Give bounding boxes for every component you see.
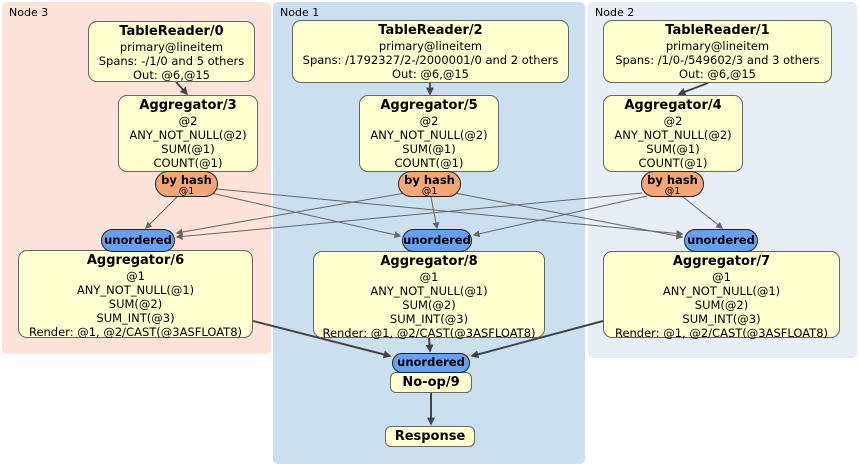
unordered-sync-label: unordered (687, 233, 755, 247)
region-node2-label: Node 2 (595, 6, 635, 19)
hash-router-label: by hash (161, 173, 212, 187)
processor-aggregator-3: Aggregator/3 @2 ANY_NOT_NULL(@2) SUM(@1)… (118, 95, 258, 172)
processor-detail: @2 (178, 114, 198, 128)
processor-detail: @1 (712, 270, 731, 284)
processor-detail: Spans: /1792327/2-/2000001/0 and 2 other… (302, 53, 559, 67)
unordered-sync-label: unordered (403, 233, 471, 247)
unordered-sync-label: unordered (104, 233, 172, 247)
processor-detail: primary@lineitem (378, 39, 483, 53)
processor-title: Aggregator/4 (624, 98, 722, 113)
processor-detail: COUNT(@1) (153, 156, 223, 170)
processor-aggregator-7: Aggregator/7 @1 ANY_NOT_NULL(@1) SUM(@2)… (603, 251, 840, 340)
hash-router-3: by hash @1 (155, 171, 218, 197)
processor-detail: ANY_NOT_NULL(@2) (614, 128, 732, 142)
processor-detail: ANY_NOT_NULL(@2) (370, 128, 488, 142)
processor-detail: SUM_INT(@3) (96, 311, 175, 325)
processor-detail: SUM_INT(@3) (682, 312, 761, 326)
processor-tablereader-2: TableReader/2 primary@lineitem Spans: /1… (292, 20, 569, 83)
hash-router-detail: @1 (664, 186, 681, 197)
processor-detail: ANY_NOT_NULL(@1) (76, 283, 195, 297)
processor-tablereader-0: TableReader/0 primary@lineitem Spans: -/… (88, 21, 255, 82)
processor-detail: ANY_NOT_NULL(@1) (370, 284, 488, 298)
processor-title: Aggregator/3 (139, 98, 237, 113)
processor-detail: SUM(@1) (402, 142, 456, 156)
processor-title: Aggregator/7 (672, 254, 771, 269)
hash-router-5: by hash @1 (398, 171, 461, 197)
processor-detail: Render: @1, @2/CAST(@3ASFLOAT8) (322, 326, 536, 340)
processor-tablereader-1: TableReader/1 primary@lineitem Spans: /1… (603, 20, 832, 83)
processor-title: TableReader/0 (119, 24, 224, 39)
processor-detail: @1 (419, 270, 439, 284)
processor-detail: SUM_INT(@3) (389, 312, 469, 326)
processor-detail: primary@lineitem (665, 39, 770, 53)
unordered-sync-right: unordered (684, 229, 758, 252)
processor-detail: ANY_NOT_NULL(@1) (662, 284, 781, 298)
processor-detail: SUM(@2) (108, 297, 163, 311)
processor-detail: Out: @6,@15 (679, 67, 756, 81)
processor-aggregator-6: Aggregator/6 @1 ANY_NOT_NULL(@1) SUM(@2)… (18, 250, 253, 339)
processor-title: Aggregator/6 (86, 253, 185, 268)
region-node3-label: Node 3 (9, 6, 49, 19)
processor-detail: SUM(@1) (161, 142, 215, 156)
processor-detail: ANY_NOT_NULL(@2) (129, 128, 247, 142)
unordered-sync-middle: unordered (402, 229, 472, 252)
unordered-sync-left: unordered (101, 229, 175, 252)
region-node1-label: Node 1 (280, 6, 320, 19)
unordered-sync-final: unordered (392, 353, 470, 373)
processor-detail: COUNT(@1) (394, 156, 464, 170)
unordered-sync-label: unordered (397, 355, 465, 369)
processor-detail: @2 (419, 114, 439, 128)
processor-title: TableReader/1 (665, 23, 770, 38)
processor-detail: @2 (663, 114, 683, 128)
processor-detail: Spans: /1/0-/549602/3 and 3 others (615, 53, 820, 67)
processor-detail: COUNT(@1) (638, 156, 708, 170)
processor-title: Aggregator/8 (380, 254, 478, 269)
processor-aggregator-8: Aggregator/8 @1 ANY_NOT_NULL(@1) SUM(@2)… (313, 251, 545, 340)
processor-detail: Out: @6,@15 (392, 67, 469, 81)
hash-router-detail: @1 (178, 186, 195, 197)
processor-detail: Spans: -/1/0 and 5 others (98, 54, 245, 68)
hash-router-label: by hash (647, 173, 698, 187)
processor-detail: SUM(@2) (402, 298, 456, 312)
response-node: Response (385, 426, 475, 447)
processor-detail: Out: @6,@15 (133, 68, 210, 82)
hash-router-detail: @1 (421, 186, 438, 197)
processor-detail: SUM(@1) (646, 142, 700, 156)
hash-router-label: by hash (404, 173, 455, 187)
processor-aggregator-5: Aggregator/5 @2 ANY_NOT_NULL(@2) SUM(@1)… (359, 95, 499, 172)
processor-detail: primary@lineitem (119, 40, 224, 54)
processor-detail: Render: @1, @2/CAST(@3ASFLOAT8) (28, 325, 243, 339)
processor-detail: Render: @1, @2/CAST(@3ASFLOAT8) (614, 326, 829, 340)
processor-title: Aggregator/5 (380, 98, 478, 113)
processor-title: No-op/9 (402, 375, 460, 390)
processor-noop: No-op/9 (390, 372, 472, 393)
processor-title: TableReader/2 (378, 23, 483, 38)
processor-aggregator-4: Aggregator/4 @2 ANY_NOT_NULL(@2) SUM(@1)… (603, 95, 743, 172)
processor-detail: SUM(@2) (694, 298, 749, 312)
hash-router-4: by hash @1 (641, 171, 704, 197)
response-title: Response (394, 429, 466, 444)
processor-detail: @1 (126, 269, 145, 283)
